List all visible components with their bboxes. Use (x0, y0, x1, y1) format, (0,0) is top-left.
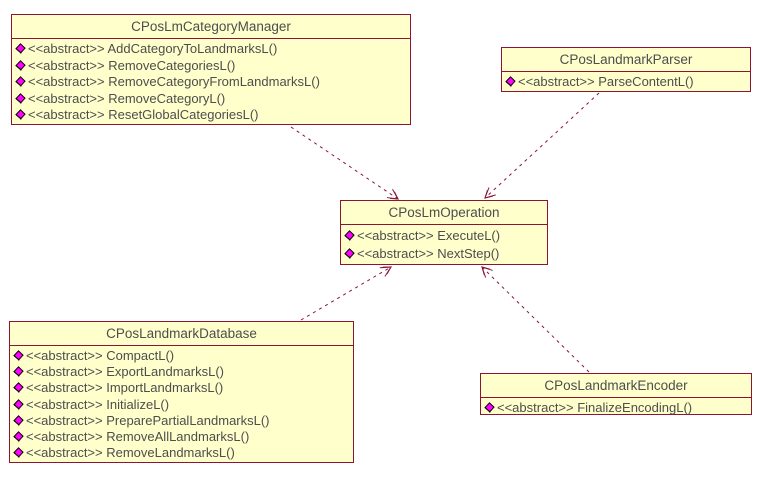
uml-class-CPosLandmarkParser[interactable]: CPosLandmarkParser <<abstract>> ParseCon… (501, 47, 751, 92)
uml-method-row[interactable]: <<abstract>> AddCategoryToLandmarksL() (15, 41, 408, 57)
uml-method-label: <<abstract>> PreparePartialLandmarksL() (26, 412, 270, 428)
uml-method-label: <<abstract>> ExportLandmarksL() (26, 364, 224, 379)
operation-icon (13, 431, 24, 442)
uml-method-row[interactable]: <<abstract>> ImportLandmarksL() (13, 380, 351, 396)
uml-method-label: <<abstract>> RemoveAllLandmarksL() (26, 429, 250, 444)
operation-icon (505, 76, 516, 87)
uml-method-label: <<abstract>> ExecuteL() (357, 228, 501, 244)
uml-method-row[interactable]: <<abstract>> RemoveCategoryFromLandmarks… (15, 74, 408, 90)
uml-class-CPosLmCategoryManager[interactable]: CPosLmCategoryManager <<abstract>> AddCa… (11, 14, 411, 125)
uml-method-label: <<abstract>> ResetGlobalCategoriesL() (28, 107, 259, 122)
uml-method-row[interactable]: <<abstract>> CompactL() (13, 347, 351, 363)
uml-method-label: <<abstract>> InitializeL() (26, 396, 170, 412)
dependency-arrow-CPosLandmarkDatabase-to-CPosLmOperation (300, 266, 392, 321)
uml-methods-compartment: <<abstract>> ParseContentL() (502, 72, 750, 91)
operation-icon (484, 401, 495, 413)
uml-methods-compartment: <<abstract>> FinalizeEncodingL() (481, 398, 751, 416)
uml-method-row[interactable]: <<abstract>> RemoveCategoryL() (15, 90, 408, 106)
uml-method-label: <<abstract>> ParseContentL() (518, 74, 694, 89)
operation-icon (344, 247, 355, 259)
uml-method-row[interactable]: <<abstract>> InitializeL() (13, 396, 351, 412)
dependency-arrow-CPosLmCategoryManager-to-CPosLmOperation (290, 126, 399, 200)
uml-class-CPosLandmarkEncoder[interactable]: CPosLandmarkEncoder <<abstract>> Finaliz… (480, 373, 752, 415)
operation-icon (13, 349, 24, 361)
uml-method-row[interactable]: <<abstract>> PreparePartialLandmarksL() (13, 412, 351, 428)
uml-method-label: <<abstract>> FinalizeEncodingL() (497, 399, 693, 415)
uml-method-row[interactable]: <<abstract>> ExportLandmarksL() (13, 364, 351, 380)
uml-method-row[interactable]: <<abstract>> RemoveLandmarksL() (13, 445, 351, 461)
uml-method-label: <<abstract>> RemoveCategoryL() (28, 90, 226, 106)
operation-icon (13, 414, 24, 426)
operation-icon (13, 447, 24, 458)
uml-methods-compartment: <<abstract>> AddCategoryToLandmarksL() <… (12, 39, 410, 124)
uml-method-row[interactable]: <<abstract>> FinalizeEncodingL() (484, 399, 749, 415)
uml-method-label: <<abstract>> RemoveCategoriesL() (28, 57, 236, 73)
dependency-arrow-CPosLandmarkParser-to-CPosLmOperation (484, 92, 600, 199)
uml-method-label: <<abstract>> NextStep() (357, 245, 500, 261)
uml-method-row[interactable]: <<abstract>> ParseContentL() (505, 74, 748, 90)
operation-icon (13, 398, 24, 410)
uml-method-label: <<abstract>> CompactL() (26, 347, 175, 363)
uml-class-CPosLmOperation[interactable]: CPosLmOperation <<abstract>> ExecuteL() … (340, 200, 548, 265)
operation-icon (344, 230, 355, 241)
uml-method-label: <<abstract>> AddCategoryToLandmarksL() (28, 41, 278, 56)
uml-methods-compartment: <<abstract>> CompactL() <<abstract>> Exp… (10, 346, 353, 462)
operation-icon (15, 109, 26, 120)
uml-class-name: CPosLmCategoryManager (12, 15, 410, 39)
uml-method-label: <<abstract>> RemoveCategoryFromLandmarks… (28, 74, 320, 89)
uml-method-row[interactable]: <<abstract>> RemoveCategoriesL() (15, 57, 408, 73)
operation-icon (15, 59, 26, 71)
operation-icon (13, 382, 24, 393)
operation-icon (15, 76, 26, 87)
uml-method-label: <<abstract>> ImportLandmarksL() (26, 380, 224, 396)
uml-method-row[interactable]: <<abstract>> ExecuteL() (344, 228, 545, 244)
dependency-arrow-CPosLandmarkEncoder-to-CPosLmOperation (481, 266, 590, 373)
operation-icon (13, 366, 24, 377)
uml-class-name: CPosLandmarkDatabase (10, 322, 353, 346)
uml-method-label: <<abstract>> RemoveLandmarksL() (26, 445, 235, 461)
operation-icon (15, 43, 26, 54)
uml-class-CPosLandmarkDatabase[interactable]: CPosLandmarkDatabase <<abstract>> Compac… (9, 321, 354, 463)
uml-class-name: CPosLandmarkEncoder (481, 374, 751, 398)
uml-class-name: CPosLandmarkParser (502, 48, 750, 72)
uml-method-row[interactable]: <<abstract>> NextStep() (344, 245, 545, 261)
uml-method-row[interactable]: <<abstract>> ResetGlobalCategoriesL() (15, 107, 408, 123)
uml-class-name: CPosLmOperation (341, 201, 547, 225)
operation-icon (15, 92, 26, 104)
uml-method-row[interactable]: <<abstract>> RemoveAllLandmarksL() (13, 429, 351, 445)
uml-methods-compartment: <<abstract>> ExecuteL() <<abstract>> Nex… (341, 225, 547, 264)
